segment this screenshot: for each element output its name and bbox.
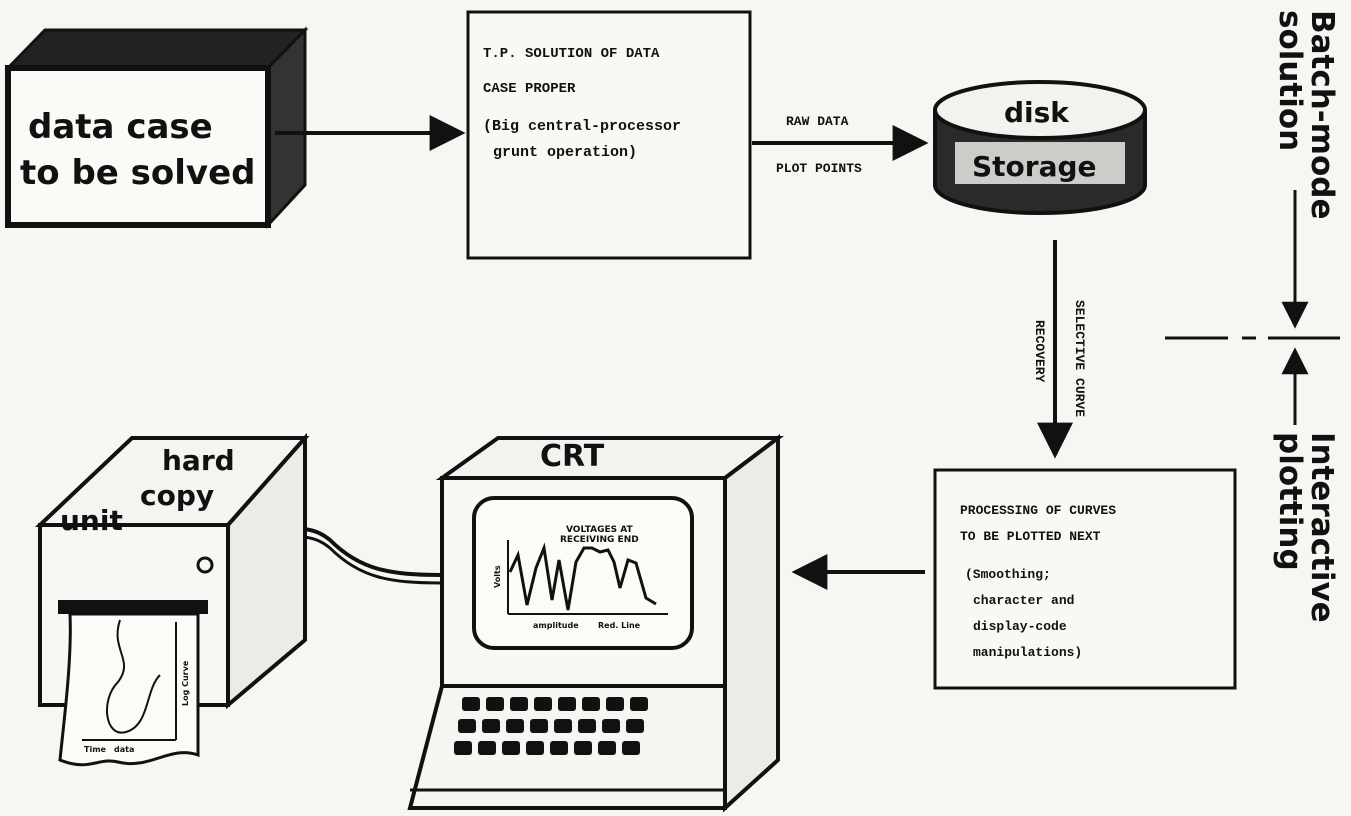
mode-separator [1165,190,1340,425]
hardcopy-knob [196,556,214,574]
hardcopy-paper [58,612,200,767]
hardcopy-ylabel: Log Curve [181,660,190,706]
plotting-label: plotting [1272,432,1308,571]
raw-data-label: RAW DATA [786,114,849,129]
crt-voltage-trace [508,542,657,611]
solution-line4: grunt operation) [493,144,637,161]
processing-line5: display-code [973,619,1067,634]
crt-terminal: CRT VOLTAGES AT RECEIVING END Volts ampl… [407,433,784,813]
hardcopy-xlabel1: Time [84,745,107,754]
solution-label: solution [1272,10,1308,151]
interactive-label: Interactive [1304,432,1340,623]
processing-line6: manipulations) [973,645,1082,660]
hardcopy-line2: copy [140,479,214,512]
crt-screen-title1: VOLTAGES AT [566,525,634,535]
storage-label: Storage [972,150,1097,183]
processing-line3: (Smoothing; [965,567,1051,582]
processing-line1: PROCESSING OF CURVES [960,503,1116,518]
crt-keyboard [454,697,648,755]
hardcopy-line3: unit [60,504,123,537]
batch-mode-label: Batch-mode [1304,10,1340,220]
crt-screen-xlabel2: Red. Line [598,621,641,630]
data-case-block: data case to be solved [4,26,309,229]
processing-line2: TO BE PLOTTED NEXT [960,529,1101,544]
hardcopy-unit: hard copy unit Time data Log Curve [34,432,310,767]
plot-points-label: PLOT POINTS [776,161,862,176]
recovery-label: RECOVERY [1032,320,1047,383]
solution-line1: T.P. SOLUTION OF DATA [483,46,660,62]
crt-label: CRT [540,439,605,474]
crt-screen-ylabel: Volts [493,565,502,588]
processing-box: PROCESSING OF CURVES TO BE PLOTTED NEXT … [933,468,1237,690]
selective-curve-label: SELECTIVE CURVE [1072,300,1087,417]
processing-line4: character and [973,593,1074,608]
hardcopy-slot [58,600,208,614]
data-case-line1: data case [28,107,213,147]
hardcopy-xlabel2: data [114,745,134,754]
hardcopy-curve [105,619,161,734]
solution-line2: CASE PROPER [483,81,576,97]
crt-screen-title2: RECEIVING END [560,535,639,545]
crt-screen [472,496,694,650]
disk-label: disk [1004,96,1070,129]
disk-storage: disk Storage [933,80,1147,215]
solution-line3: (Big central-processor [483,118,681,135]
solution-box: T.P. SOLUTION OF DATA CASE PROPER (Big c… [466,10,752,260]
crt-screen-xlabel1: amplitude [533,621,579,630]
data-case-line2: to be solved [20,153,256,193]
hardcopy-line1: hard [162,444,235,477]
